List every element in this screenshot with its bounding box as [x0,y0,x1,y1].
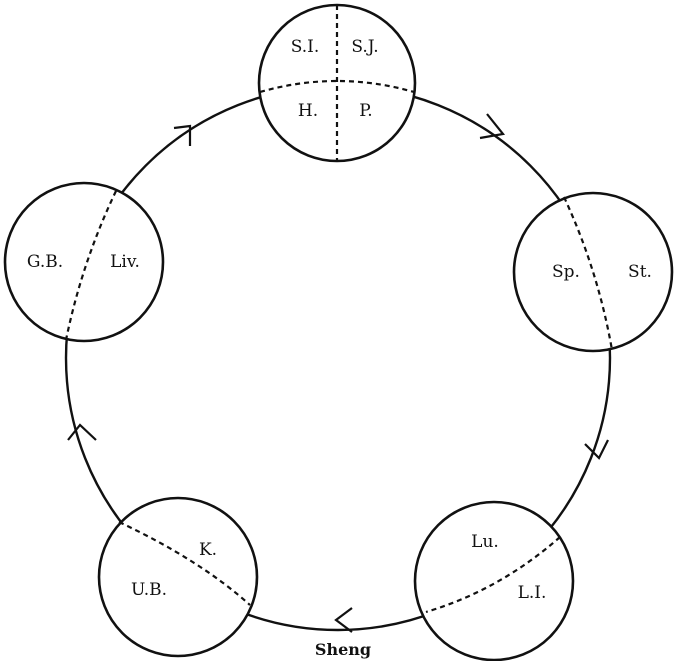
label-sj: S.J. [351,37,378,57]
node-water-divider [118,521,251,606]
node-metal: Lu. L.I. [413,500,575,661]
label-gb: G.B. [27,252,63,272]
node-fire-divider-horizontal [259,79,415,94]
label-p: P. [359,101,372,121]
node-wood: G.B. Liv. [3,181,165,343]
arrow-metal-to-water [334,607,353,633]
node-earth-divider [563,196,614,351]
caption-sheng: Sheng [315,640,371,659]
arrow-water-to-wood [67,423,97,441]
label-si: S.I. [291,37,320,57]
node-metal-circle [413,500,575,661]
node-earth: Sp. St. [512,191,674,353]
label-ub: U.B. [131,580,167,600]
node-metal-divider [425,536,561,614]
label-h: H. [298,101,318,121]
node-wood-circle [3,181,165,343]
label-li: L.I. [518,583,547,603]
label-liv: Liv. [110,252,140,272]
node-water: K. U.B. [97,496,259,658]
node-wood-divider [64,190,117,341]
node-water-circle [97,496,259,658]
node-fire: S.I. S.J. H. P. [257,3,417,163]
label-st: St. [628,262,652,282]
node-earth-circle [512,191,674,353]
node-fire-circle [257,3,417,163]
label-lu: Lu. [471,532,499,552]
arrow-earth-to-metal [584,439,609,460]
arrow-wood-to-fire [173,124,192,146]
arrow-fire-to-earth [479,113,506,140]
label-k: K. [199,540,217,560]
label-sp: Sp. [552,262,580,282]
